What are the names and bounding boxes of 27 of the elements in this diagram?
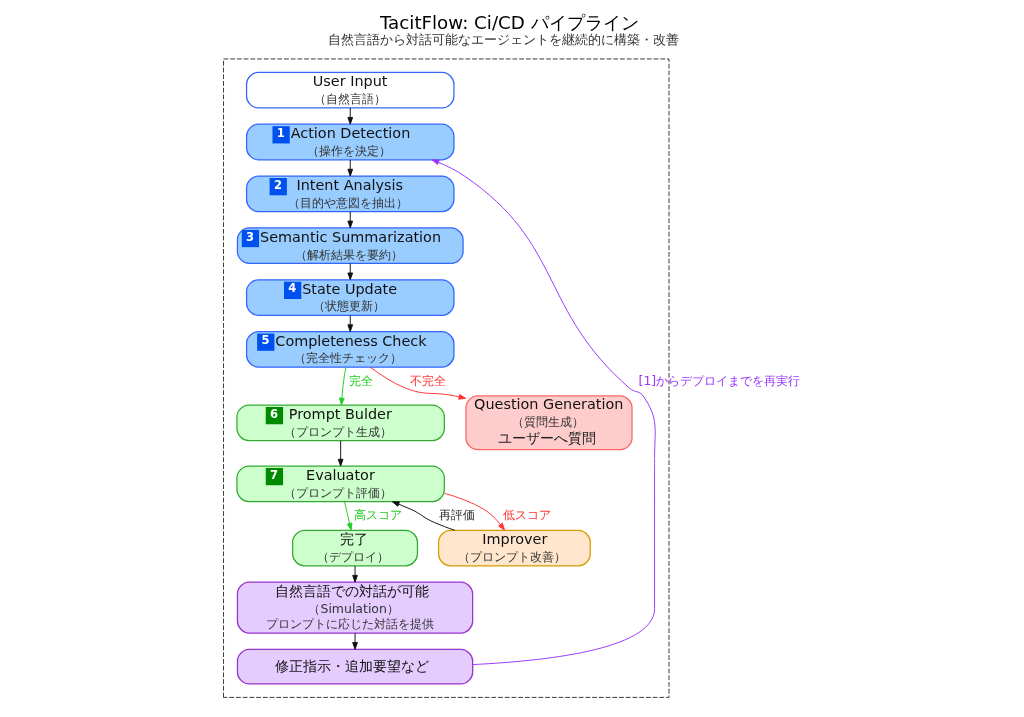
caption: 自然言語から対話可能なエージェントを継続的に構築・改善 [327, 31, 679, 47]
arrow [337, 440, 343, 467]
edge-label: 完全 [348, 372, 373, 388]
edge-label: 再評価 [438, 507, 475, 523]
arrow [338, 366, 346, 406]
arrow [346, 314, 353, 332]
node-box: Question Generation （質問生成） ユーザーへ質問 [464, 395, 633, 451]
edge-label: 不完全 [409, 372, 446, 388]
cluster [222, 58, 669, 698]
arrow [431, 159, 656, 666]
node-box: Improver （プロンプト改善） [437, 529, 591, 567]
arrow [351, 632, 358, 650]
node-box: User Input （自然言語） [245, 71, 455, 109]
node-box: 自然言語での対話が可能 （Simulation） プロンプトに応じた対話を提供 [236, 581, 473, 634]
edge-label: [1]からデプロイまでを再実行 [638, 372, 800, 388]
diagram-title: TacitFlow: Ci/CD パイプライン [379, 12, 639, 34]
node-box: 完了 （デプロイ） [291, 529, 418, 567]
edge-label: 高スコア [353, 507, 402, 523]
arrow [443, 492, 505, 531]
edge-label: 低スコア [502, 507, 551, 523]
arrow [346, 107, 353, 125]
arrow [391, 501, 455, 531]
arrow [346, 159, 353, 177]
arrow [351, 565, 358, 583]
arrow [343, 501, 352, 531]
node-box: 修正指示・追加要望など [236, 648, 473, 685]
arrow [369, 366, 466, 400]
